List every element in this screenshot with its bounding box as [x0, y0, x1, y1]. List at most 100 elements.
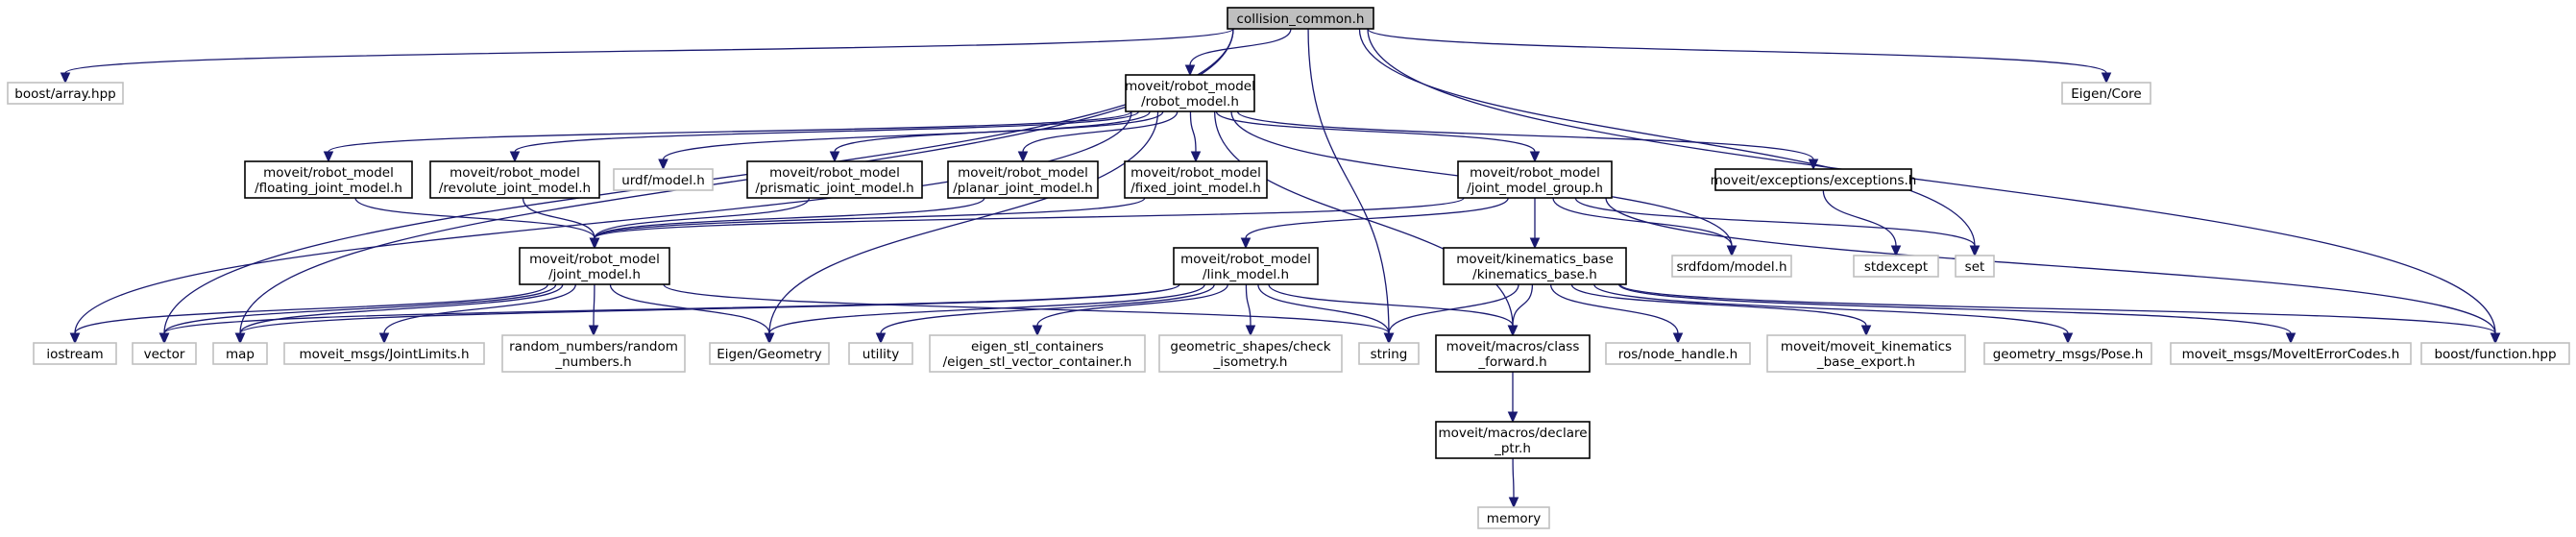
node-collision-common[interactable]: collision_common.h	[1227, 7, 1374, 30]
node-exceptions[interactable]: moveit/exceptions/exceptions.h	[1711, 168, 1917, 191]
node-box	[1173, 247, 1319, 285]
node-declare-ptr[interactable]: moveit/macros/declare_ptr.h	[1435, 421, 1591, 459]
arrowhead	[1507, 411, 1519, 424]
node-box	[132, 342, 197, 365]
node-prismatic-joint-model[interactable]: moveit/robot_model/prismatic_joint_model…	[746, 160, 923, 199]
edge-collision_common-to-boost_array	[60, 28, 1234, 85]
edge-exceptions-to-stdexcept	[1822, 189, 1902, 257]
node-floating-joint-model[interactable]: moveit/robot_model/floating_joint_model.…	[244, 160, 413, 199]
node-box	[848, 342, 913, 365]
node-vector: vector	[132, 342, 197, 365]
edge-line	[1619, 283, 2496, 334]
node-box	[33, 342, 117, 365]
edge-line	[594, 197, 985, 239]
edge-kinematics_base-to-moveit_error_codes	[1617, 283, 2297, 345]
node-class-forward[interactable]: moveit/macros/class_forward.h	[1435, 334, 1591, 373]
edge-line	[1593, 283, 2069, 334]
node-label: /revolute_joint_model.h	[439, 181, 591, 196]
arrowhead	[658, 159, 668, 171]
node-label: /floating_joint_model.h	[255, 181, 402, 196]
edge-kinematics_base-to-string	[1383, 283, 1519, 345]
edge-line	[1245, 283, 1252, 327]
node-joint-model-group[interactable]: moveit/robot_model/joint_model_group.h	[1457, 160, 1613, 199]
arrowhead	[829, 151, 840, 163]
edge-line	[1512, 457, 1515, 499]
node-planar-joint-model[interactable]: moveit/robot_model/planar_joint_model.h	[947, 160, 1099, 199]
edge-joint_model_h-to-joint_limits	[378, 283, 576, 345]
node-robot-model-h[interactable]: moveit/robot_model/robot_model.h	[1125, 74, 1255, 112]
edge-line	[328, 110, 1132, 153]
edge-robot_model_h-to-fixed_joint_model	[1189, 110, 1202, 163]
edge-line	[1574, 197, 1976, 247]
edge-link_model-to-utility	[875, 283, 1215, 345]
edge-line	[163, 283, 557, 334]
node-label: moveit/robot_model	[263, 165, 394, 181]
arrowhead	[2062, 332, 2074, 345]
edge-link_model-to-geometric_shapes	[1245, 283, 1256, 337]
node-label: _base_export.h	[1816, 354, 1915, 370]
edge-line	[1268, 283, 1514, 327]
arrowhead	[1672, 332, 1684, 345]
node-fixed-joint-model[interactable]: moveit/robot_model/fixed_joint_model.h	[1124, 160, 1268, 199]
edge-line	[1358, 28, 1976, 247]
arrowhead	[1726, 245, 1738, 257]
edge-line	[663, 283, 1390, 334]
node-eigen-stl: eigen_stl_containers/eigen_stl_vector_co…	[929, 334, 1146, 373]
edge-line	[64, 28, 1234, 74]
arrowhead	[2285, 332, 2297, 345]
arrowhead	[2490, 332, 2501, 345]
node-label: /fixed_joint_model.h	[1130, 181, 1261, 196]
node-label: moveit/robot_model	[450, 165, 580, 181]
edge-line	[1367, 28, 2496, 334]
edge-line	[1189, 28, 1292, 66]
edge-robot_model_h-to-joint_model_group	[1215, 110, 1541, 163]
node-link-model[interactable]: moveit/robot_model/link_model.h	[1173, 247, 1319, 285]
edge-joint_model_h-to-random_numbers	[588, 283, 599, 337]
edge-line	[1245, 197, 1509, 239]
node-kinematics-base[interactable]: moveit/kinematics_base/kinematics_base.h	[1443, 247, 1627, 285]
node-label: /link_model.h	[1203, 267, 1289, 282]
node-label: Eigen/Core	[2071, 86, 2142, 102]
edge-line	[1367, 28, 2107, 74]
edge-line	[594, 197, 1146, 239]
node-label: iostream	[46, 347, 103, 362]
edge-line	[1236, 110, 1814, 160]
arrowhead	[1529, 151, 1541, 163]
node-box	[7, 82, 124, 105]
node-stdexcept: stdexcept	[1853, 255, 1939, 278]
node-box	[2170, 342, 2412, 365]
node-revolute-joint-model[interactable]: moveit/robot_model/revolute_joint_model.…	[429, 160, 600, 199]
node-label: /joint_model_group.h	[1467, 181, 1603, 196]
node-label: _isometry.h	[1212, 354, 1287, 370]
node-box	[613, 168, 714, 191]
node-joint-model-h[interactable]: moveit/robot_model/joint_model.h	[519, 247, 670, 285]
edge-class_forward-to-declare_ptr	[1507, 371, 1519, 424]
node-ros-node-handle: ros/node_handle.h	[1605, 342, 1751, 365]
edge-line	[1022, 110, 1179, 153]
node-box	[1766, 334, 1966, 373]
arrowhead	[764, 332, 775, 345]
edge-line	[1257, 283, 1390, 334]
edge-kinematics_base-to-class_forward	[1507, 283, 1534, 337]
node-label: collision_common.h	[1237, 12, 1365, 27]
node-label: moveit_msgs/JointLimits.h	[299, 347, 469, 362]
edge-line	[1512, 283, 1534, 327]
edge-line	[768, 110, 1159, 334]
node-label: string	[1371, 347, 1408, 362]
arrowhead	[1184, 64, 1196, 77]
edge-robot_model_h-to-floating_joint_model	[323, 110, 1132, 163]
node-map: map	[212, 342, 268, 365]
node-box	[2420, 342, 2570, 365]
edge-line	[880, 283, 1215, 334]
node-eigen-geometry: Eigen/Geometry	[709, 342, 830, 365]
node-box	[2061, 82, 2151, 105]
node-string: string	[1358, 342, 1420, 365]
node-label: map	[226, 347, 255, 362]
arrowhead	[1240, 237, 1252, 250]
node-label: memory	[1487, 511, 1541, 526]
arrowhead	[158, 332, 170, 345]
node-box	[947, 160, 1099, 199]
edge-line	[354, 197, 595, 239]
node-label: set	[1965, 259, 1985, 275]
